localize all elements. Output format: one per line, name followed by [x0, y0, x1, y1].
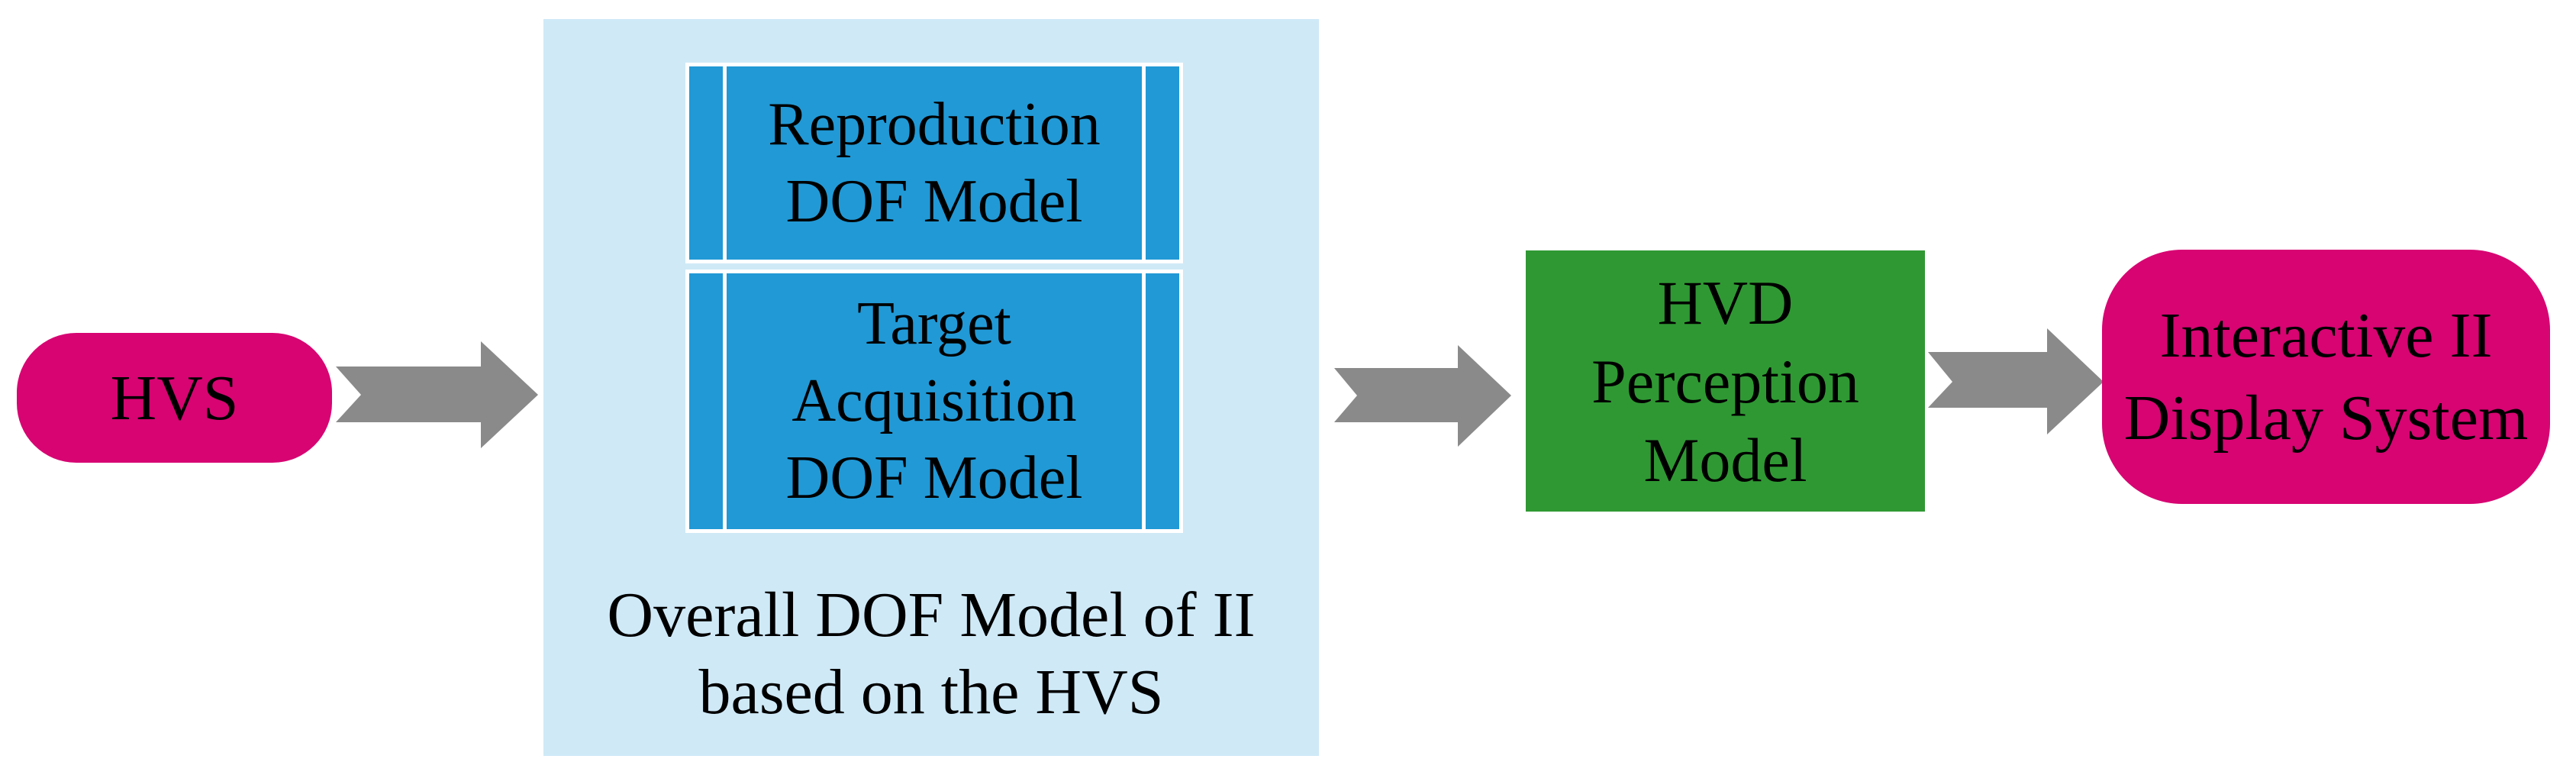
table-side-strip	[1142, 273, 1179, 529]
flow-arrow-icon	[336, 341, 538, 448]
node-hvs-label: HVS	[110, 362, 239, 434]
overall-dof-caption: Overall DOF Model of II based on the HVS	[607, 580, 1256, 728]
table-side-strip	[689, 66, 727, 260]
node-target-acquisition-dof-model: Target Acquisition DOF Model	[685, 270, 1183, 533]
table-side-strip	[1142, 66, 1179, 260]
node-overall-dof-container: Reproduction DOF Model Target Acquisitio…	[543, 19, 1319, 756]
table-side-strip	[689, 273, 727, 529]
node-reproduction-dof-label: Reproduction DOF Model	[768, 90, 1101, 235]
node-interactive-ii-display-label: Interactive II Display System	[2123, 299, 2529, 454]
flow-arrow-icon	[1928, 328, 2104, 434]
node-hvs: HVS	[17, 333, 332, 463]
flow-arrow-icon	[1334, 345, 1511, 447]
node-reproduction-dof-model: Reproduction DOF Model	[685, 63, 1183, 263]
node-hvd-perception-label: HVD Perception Model	[1591, 267, 1859, 495]
node-interactive-ii-display-system: Interactive II Display System	[2102, 250, 2550, 504]
node-target-acquisition-dof-label: Target Acquisition DOF Model	[785, 290, 1083, 512]
node-hvd-perception-model: HVD Perception Model	[1526, 250, 1925, 512]
